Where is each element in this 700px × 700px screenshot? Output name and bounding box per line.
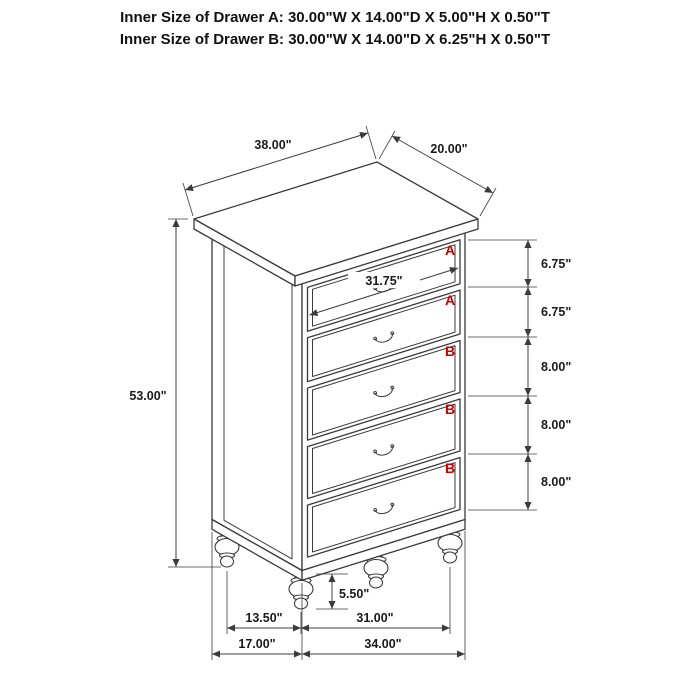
drawer-width-label-backing — [348, 272, 420, 288]
dim-base-overall: 17.00" 34.00" — [211, 531, 466, 660]
foot-spacing-depth-label: 13.50" — [245, 611, 282, 625]
drawer-height-label-5: 8.00" — [541, 475, 571, 489]
base-width-label: 34.00" — [364, 637, 401, 651]
drawer-label-a1: A — [445, 242, 455, 258]
foot-height-label: 5.50" — [339, 587, 369, 601]
header-line2: Inner Size of Drawer B: 30.00"W X 14.00"… — [120, 31, 550, 48]
dim-top-width: 38.00" — [182, 125, 377, 217]
drawer-label-b2: B — [445, 401, 455, 417]
dim-foot-height: 5.50" — [316, 573, 369, 610]
top-depth-label: 20.00" — [430, 142, 467, 156]
header-line1: Inner Size of Drawer A: 30.00"W X 14.00"… — [120, 9, 550, 26]
top-width-label: 38.00" — [254, 138, 291, 152]
drawer-height-label-1: 6.75" — [541, 257, 571, 271]
base-depth-label: 17.00" — [238, 637, 275, 651]
dim-foot-spacing: 13.50" 31.00" — [226, 567, 451, 634]
overall-height-label: 53.00" — [129, 389, 166, 403]
drawer-label-b1: B — [445, 343, 455, 359]
chest-drawing — [193, 161, 479, 610]
dim-overall-height: 53.00" — [129, 218, 221, 568]
dim-drawer-heights: 6.75" 6.75" 8.00" 8.00" 8.00" — [468, 239, 571, 511]
drawer-labels: A A B B B — [445, 242, 455, 476]
dim-drawer-width: 31.75" — [309, 267, 459, 316]
base-molding — [211, 518, 466, 581]
dim-top-depth: 20.00" — [378, 130, 497, 217]
foot-spacing-width-label: 31.00" — [356, 611, 393, 625]
drawer-height-label-2: 6.75" — [541, 305, 571, 319]
drawer-height-label-3: 8.00" — [541, 360, 571, 374]
header: Inner Size of Drawer A: 30.00"W X 14.00"… — [120, 9, 550, 48]
drawer-label-a2: A — [445, 292, 455, 308]
drawer-width-label: 31.75" — [365, 274, 402, 288]
drawer-label-b3: B — [445, 460, 455, 476]
drawer-height-label-4: 8.00" — [541, 418, 571, 432]
